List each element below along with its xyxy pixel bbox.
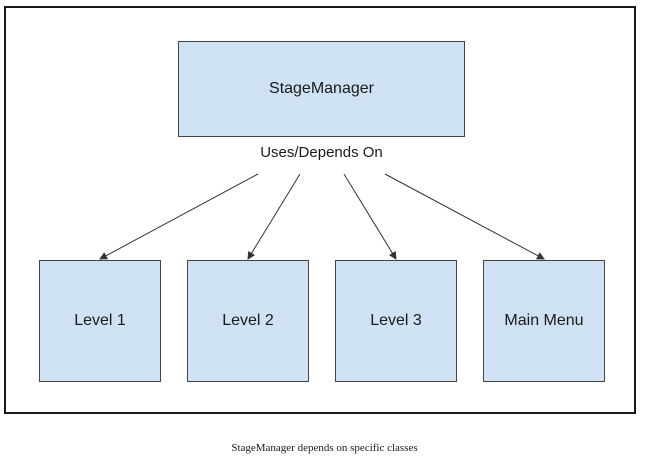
arrow-to-level-3: [343, 173, 397, 260]
arrow-to-main-menu: [384, 173, 545, 260]
stagemanager-label: StageManager: [269, 80, 374, 97]
level-3-node: Level 3: [335, 260, 457, 382]
diagram-frame: [4, 6, 636, 414]
level-1-label: Level 1: [74, 312, 126, 329]
figure-caption: StageManager depends on specific classes: [231, 442, 418, 454]
edge-label: Uses/Depends On: [260, 144, 383, 161]
stagemanager-node: StageManager: [178, 41, 465, 137]
level-2-label: Level 2: [222, 312, 274, 329]
arrow-to-level-2: [247, 173, 301, 260]
main-menu-node: Main Menu: [483, 260, 605, 382]
main-menu-label: Main Menu: [504, 312, 584, 329]
level-3-label: Level 3: [370, 312, 422, 329]
arrow-to-level-1: [99, 173, 259, 260]
level-1-node: Level 1: [39, 260, 161, 382]
level-2-node: Level 2: [187, 260, 309, 382]
